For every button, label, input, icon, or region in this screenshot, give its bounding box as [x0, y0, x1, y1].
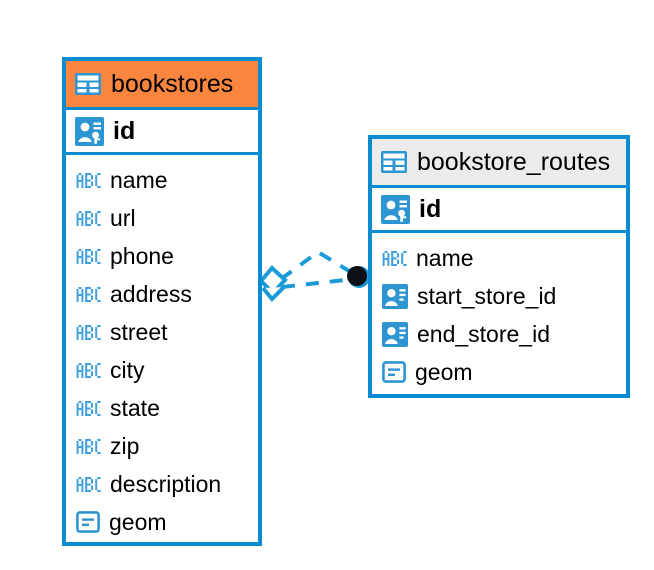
- field-label: geom: [415, 358, 473, 385]
- foreign-key-icon: [382, 283, 408, 309]
- abc-text-icon: [76, 324, 101, 340]
- field-list-bookstore-routes: name start_store_id: [372, 233, 626, 391]
- entity-header-bookstore-routes[interactable]: bookstore_routes: [372, 139, 626, 185]
- geometry-icon: [76, 511, 100, 533]
- field-label: name: [110, 166, 168, 193]
- field-label: start_store_id: [417, 282, 557, 309]
- entity-bookstore-routes[interactable]: bookstore_routes id: [368, 135, 630, 398]
- entity-title-bookstores: bookstores: [111, 69, 234, 98]
- field-label: end_store_id: [417, 320, 550, 347]
- primary-key-label-bookstore-routes: id: [419, 194, 442, 223]
- geometry-icon: [382, 361, 406, 383]
- field-label: geom: [109, 508, 167, 535]
- field-row-address[interactable]: address: [66, 275, 258, 313]
- entity-header-bookstores[interactable]: bookstores: [66, 61, 258, 107]
- field-row-zip[interactable]: zip: [66, 427, 258, 465]
- diamond-endpoint: [258, 265, 288, 302]
- primary-key-icon: [75, 116, 104, 146]
- field-list-bookstores: name u: [66, 155, 258, 541]
- relationship-line-arc: [279, 249, 356, 281]
- abc-text-icon: [76, 172, 101, 188]
- field-row-description[interactable]: description: [66, 465, 258, 503]
- primary-key-label-bookstores: id: [113, 116, 136, 145]
- field-row-url[interactable]: url: [66, 199, 258, 237]
- field-row-geom[interactable]: geom: [372, 353, 626, 391]
- field-row-name[interactable]: name: [66, 161, 258, 199]
- field-label: state: [110, 394, 160, 421]
- circle-endpoint: [347, 266, 370, 288]
- primary-key-icon: [381, 194, 410, 224]
- foreign-key-icon: [382, 321, 408, 347]
- entity-title-bookstore-routes: bookstore_routes: [417, 147, 611, 176]
- primary-key-row-bookstores[interactable]: id: [66, 107, 258, 155]
- field-label: zip: [110, 432, 140, 459]
- table-icon: [381, 151, 407, 173]
- field-row-geom[interactable]: geom: [66, 503, 258, 541]
- relationship-line-straight: [281, 277, 355, 289]
- field-row-city[interactable]: city: [66, 351, 258, 389]
- field-row-state[interactable]: state: [66, 389, 258, 427]
- abc-text-icon: [76, 248, 101, 264]
- field-row-start-store-id[interactable]: start_store_id: [372, 277, 626, 315]
- field-label: name: [416, 244, 474, 271]
- field-label: description: [110, 470, 222, 497]
- field-row-end-store-id[interactable]: end_store_id: [372, 315, 626, 353]
- field-row-phone[interactable]: phone: [66, 237, 258, 275]
- field-label: url: [110, 204, 136, 231]
- abc-text-icon: [382, 250, 407, 266]
- field-label: address: [110, 280, 192, 307]
- field-label: street: [110, 318, 168, 345]
- abc-text-icon: [76, 362, 101, 378]
- table-icon: [75, 73, 101, 95]
- primary-key-row-bookstore-routes[interactable]: id: [372, 185, 626, 233]
- field-label: phone: [110, 242, 174, 269]
- abc-text-icon: [76, 286, 101, 302]
- entity-bookstores[interactable]: bookstores id: [62, 57, 262, 546]
- field-row-street[interactable]: street: [66, 313, 258, 351]
- abc-text-icon: [76, 476, 101, 492]
- field-label: city: [110, 356, 145, 383]
- field-row-name[interactable]: name: [372, 239, 626, 277]
- abc-text-icon: [76, 438, 101, 454]
- abc-text-icon: [76, 400, 101, 416]
- abc-text-icon: [76, 210, 101, 226]
